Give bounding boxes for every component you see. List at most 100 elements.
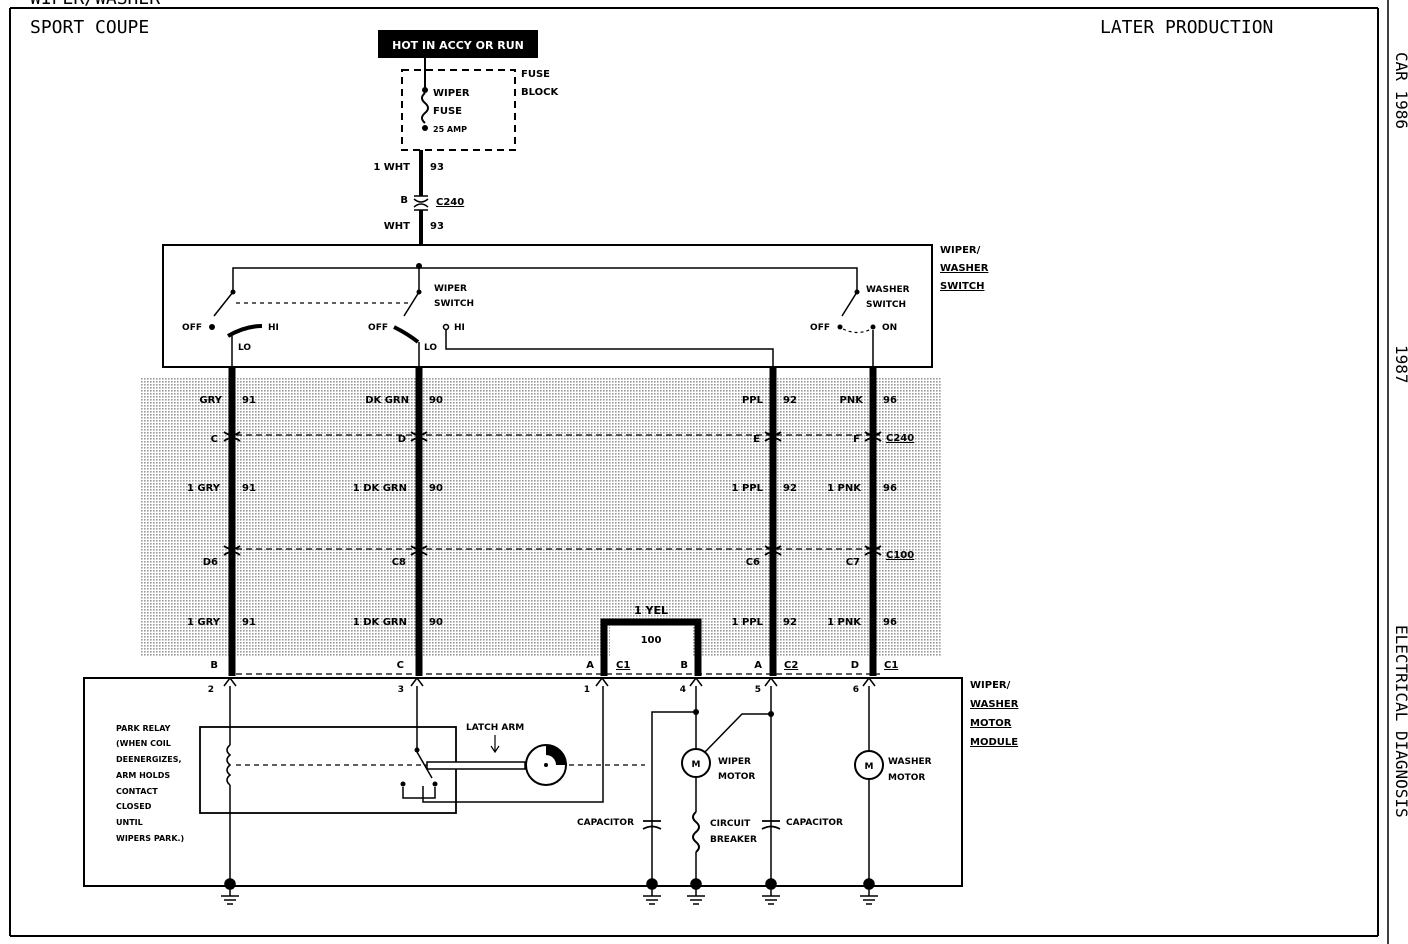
module-title-3: MOTOR (970, 718, 1012, 729)
module-pin-b: B (210, 660, 218, 671)
park-relay-line-8: WIPERS PARK.) (116, 834, 184, 843)
circuit-breaker-label-1: CIRCUIT (710, 819, 751, 829)
park-relay-line-1: PARK RELAY (116, 724, 171, 733)
ground-icon-cap-left (643, 878, 661, 905)
washer-motor-label-2: MOTOR (888, 773, 925, 783)
w2-color: DK GRN (365, 395, 409, 406)
wiper-switch-label-1: WIPER (434, 284, 467, 294)
mid-hi-label: HI (454, 323, 465, 333)
c100-pin-c8: C8 (392, 557, 406, 568)
mid-hi-contact (442, 323, 450, 331)
park-relay-box (199, 726, 457, 814)
term-2: 2 (208, 685, 214, 695)
low-4: 1 PNK (827, 617, 862, 628)
washer-on-label: ON (882, 323, 897, 333)
fuse-icon (421, 92, 429, 124)
left-off-label: OFF (182, 323, 202, 333)
w1-color: GRY (199, 395, 222, 406)
subtitle-right: LATER PRODUCTION (1100, 17, 1273, 38)
washer-on-contact (870, 324, 876, 330)
washer-motor-label-1: WASHER (888, 757, 932, 767)
module-pin-b2: B (680, 660, 688, 671)
mid-pole-arm (403, 291, 420, 317)
mid-3: 1 PPL (732, 483, 764, 494)
c240-name: C240 (886, 433, 914, 444)
capacitor-left-label: CAPACITOR (577, 818, 634, 828)
washer-pole-arm (841, 291, 858, 317)
w4-circuit: 96 (883, 395, 897, 406)
term-5: 5 (755, 685, 761, 695)
w1-circuit: 91 (242, 395, 256, 406)
switch-box (162, 244, 933, 368)
mid-2: 1 DK GRN (353, 483, 407, 494)
module-title-4: MODULE (970, 737, 1018, 748)
module-pin-a: A (586, 660, 594, 671)
cam-notch (546, 745, 566, 765)
yel-jumper-inner (610, 626, 692, 656)
module-title-1: WIPER/ (970, 680, 1011, 691)
park-relay-line-4: ARM HOLDS (116, 771, 170, 780)
washer-dashed-actuator (842, 328, 872, 334)
mid-off-lo-contact (393, 325, 420, 344)
ground-symbols (221, 878, 878, 905)
w3-color: PPL (742, 395, 764, 406)
term-1: 1 (584, 685, 590, 695)
circuit-breaker-label-2: BREAKER (710, 835, 757, 845)
relay-contact-top (414, 747, 420, 753)
term-3: 3 (398, 685, 404, 695)
c100-connector-marks (223, 545, 882, 556)
ground-icon-washer (860, 878, 878, 905)
c100-pin-c7: C7 (846, 557, 860, 568)
term-4: 4 (680, 685, 686, 695)
park-relay-line-7: UNTIL (116, 818, 143, 827)
hot-label-box (378, 30, 538, 58)
circuit-breaker-icon (692, 811, 700, 853)
ground-icon-cap-right (762, 878, 780, 905)
capacitor-right-icon (761, 820, 781, 830)
fuse-terminal-top (422, 87, 428, 93)
relay-contact-arm (416, 751, 433, 779)
feed-circuit-upper: 93 (430, 162, 444, 173)
washer-switch-label-1: WASHER (866, 285, 910, 295)
side-text-mid: 1987 (1392, 345, 1408, 384)
subtitle-left: SPORT COUPE (30, 17, 149, 38)
mid-1-circuit: 91 (242, 483, 256, 494)
low-2-circuit: 90 (429, 617, 443, 628)
yel-jumper-wire (600, 618, 702, 676)
park-relay-line-3: DEENERGIZES, (116, 755, 182, 764)
switch-bus-line (232, 267, 858, 290)
mid-4: 1 PNK (827, 483, 862, 494)
c100-name: C100 (886, 550, 914, 561)
c240-connector-marks (223, 431, 882, 442)
module-conn-c1b: C1 (884, 660, 898, 671)
wiper-hi-wire (704, 686, 772, 753)
module-title-2: WASHER (970, 699, 1019, 710)
low-1-circuit: 91 (242, 617, 256, 628)
c240-pin-c: C (211, 434, 218, 445)
c100-pin-d6: D6 (203, 557, 218, 568)
terminal-arrows (223, 676, 876, 687)
park-return-wire (422, 686, 604, 803)
low-4-circuit: 96 (883, 617, 897, 628)
feed-conn-name: C240 (436, 197, 464, 208)
module-conn-c1: C1 (616, 660, 630, 671)
cropped-title: WIPER/WASHER (30, 0, 160, 9)
mid-4-circuit: 96 (883, 483, 897, 494)
low-2: 1 DK GRN (353, 617, 407, 628)
left-lo-label: LO (238, 343, 251, 353)
module-pin-d: D (851, 660, 859, 671)
capacitor-right-label: CAPACITOR (786, 818, 843, 828)
module-pin-a2: A (754, 660, 762, 671)
term-6: 6 (853, 685, 859, 695)
fuse-name-1: WIPER (433, 88, 470, 99)
fuse-name-2: FUSE (433, 106, 462, 117)
switch-title-2: WASHER (940, 263, 989, 274)
side-text-bottom: ELECTRICAL DIAGNOSIS (1392, 625, 1408, 818)
wiper-motor-label-2: MOTOR (718, 772, 755, 782)
module-conn-c2: C2 (784, 660, 798, 671)
latch-arm-pointer (490, 735, 500, 754)
switch-title-1: WIPER/ (940, 245, 981, 256)
park-relay-text: PARK RELAY (WHEN COIL DEENERGIZES, ARM H… (116, 724, 184, 843)
jumper-wire-label: 1 YEL (634, 604, 668, 617)
